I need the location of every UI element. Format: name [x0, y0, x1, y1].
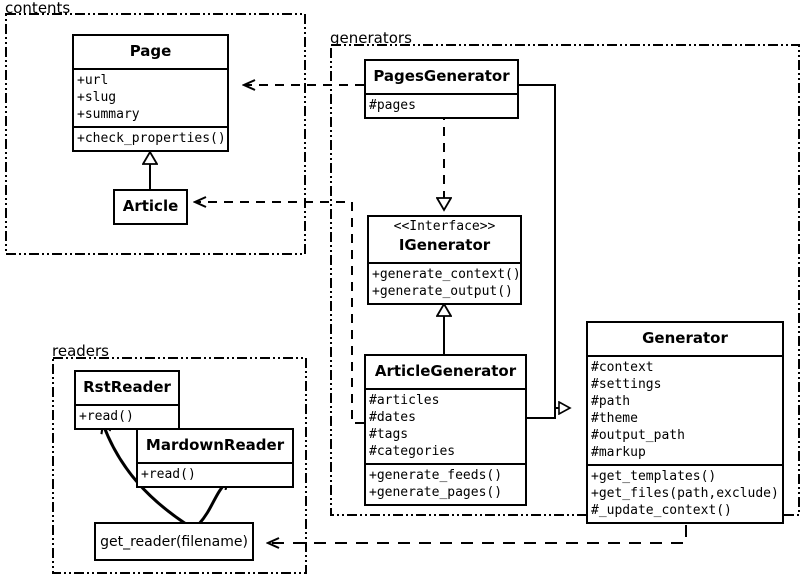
class-igenerator-operation: +generate_output() [372, 284, 513, 300]
class-page-title-section: Page [74, 36, 227, 70]
class-box-mardown-reader[interactable]: MardownReader +read() [136, 428, 294, 488]
class-page-attribute: +url [77, 73, 109, 88]
class-article-generator-title-section: ArticleGenerator [366, 356, 525, 390]
class-article-generator-attribute: #articles [369, 393, 440, 408]
class-rst-reader-name: RstReader [83, 378, 171, 396]
class-igenerator-title-section: <<Interface>> IGenerator [369, 217, 520, 265]
class-pages-generator-attributes-section: #pages [366, 95, 517, 117]
class-mardown-reader-name: MardownReader [145, 436, 285, 454]
class-generator-attribute: #settings [591, 377, 662, 392]
class-article-generator-attribute: #categories [369, 444, 456, 459]
class-igenerator-stereotype: <<Interface>> [393, 219, 496, 234]
class-box-article-generator[interactable]: ArticleGenerator #articles #dates #tags … [364, 354, 527, 506]
class-box-page[interactable]: Page +url +slug +summary +check_properti… [72, 34, 229, 152]
class-generator-attribute: #context [591, 360, 654, 375]
class-generator-operation: +get_templates() [591, 469, 717, 484]
class-generator-operation: #_update_context() [591, 503, 732, 518]
class-article-generator-name: ArticleGenerator [374, 362, 517, 380]
class-box-igenerator[interactable]: <<Interface>> IGenerator +generate_conte… [367, 215, 522, 306]
package-label-generators: generators [330, 29, 412, 47]
class-rst-reader-operation: +read() [79, 409, 134, 424]
class-page-operation: +check_properties() [77, 131, 226, 146]
class-generator-operations-section: +get_templates() +get_files(path,exclude… [588, 466, 782, 522]
relation-articlegenerator-uses-article [195, 202, 364, 424]
class-pages-generator-name: PagesGenerator [373, 67, 510, 85]
class-generator-attribute: #path [591, 394, 631, 409]
class-generator-attribute: #theme [591, 411, 638, 426]
class-article-name: Article [122, 197, 179, 215]
class-generator-attributes-section: #context #settings #path #theme #output_… [588, 357, 782, 466]
class-page-name: Page [129, 42, 172, 60]
class-pages-generator-attribute: #pages [369, 98, 416, 113]
class-article-title-section: Article [115, 191, 186, 223]
class-pages-generator-title-section: PagesGenerator [366, 61, 517, 95]
class-page-attribute: +summary [77, 107, 140, 122]
class-generator-name: Generator [642, 329, 728, 347]
class-generator-operation: +get_files(path,exclude) [591, 486, 779, 501]
class-rst-reader-operations-section: +read() [76, 406, 178, 428]
class-box-pages-generator[interactable]: PagesGenerator #pages [364, 59, 519, 119]
package-label-contents: contents [5, 0, 71, 17]
class-page-operations-section: +check_properties() [74, 128, 227, 150]
class-mardown-reader-operation: +read() [141, 467, 196, 482]
class-article-generator-attributes-section: #articles #dates #tags #categories [366, 390, 525, 465]
package-label-readers: readers [52, 342, 109, 360]
class-box-generator[interactable]: Generator #context #settings #path #them… [586, 321, 784, 524]
function-box-get-reader[interactable]: get_reader(filename) [94, 522, 254, 561]
relation-articlegenerator-inherits-generator [527, 408, 556, 419]
class-igenerator-operations-section: +generate_context() +generate_output() [369, 264, 521, 303]
function-get-reader-label: get_reader(filename) [100, 533, 248, 550]
class-generator-attribute: #output_path [591, 428, 685, 443]
class-generator-attribute: #markup [591, 445, 646, 460]
class-mardown-reader-operations-section: +read() [138, 464, 292, 486]
class-rst-reader-title-section: RstReader [76, 372, 178, 406]
class-article-generator-attribute: #tags [369, 427, 409, 442]
class-article-generator-operation: +generate_feeds() [369, 468, 503, 483]
class-igenerator-operation: +generate_context() [372, 267, 521, 283]
class-page-attributes-section: +url +slug +summary [74, 70, 227, 128]
class-article-generator-attribute: #dates [369, 410, 416, 425]
class-mardown-reader-title-section: MardownReader [138, 430, 292, 464]
class-box-rst-reader[interactable]: RstReader +read() [74, 370, 180, 430]
class-page-attribute: +slug [77, 90, 117, 105]
class-generator-title-section: Generator [588, 323, 782, 357]
class-box-article[interactable]: Article [113, 189, 188, 225]
class-article-generator-operation: +generate_pages() [369, 485, 503, 500]
class-igenerator-name: IGenerator [398, 236, 491, 255]
class-article-generator-operations-section: +generate_feeds() +generate_pages() [366, 465, 525, 504]
